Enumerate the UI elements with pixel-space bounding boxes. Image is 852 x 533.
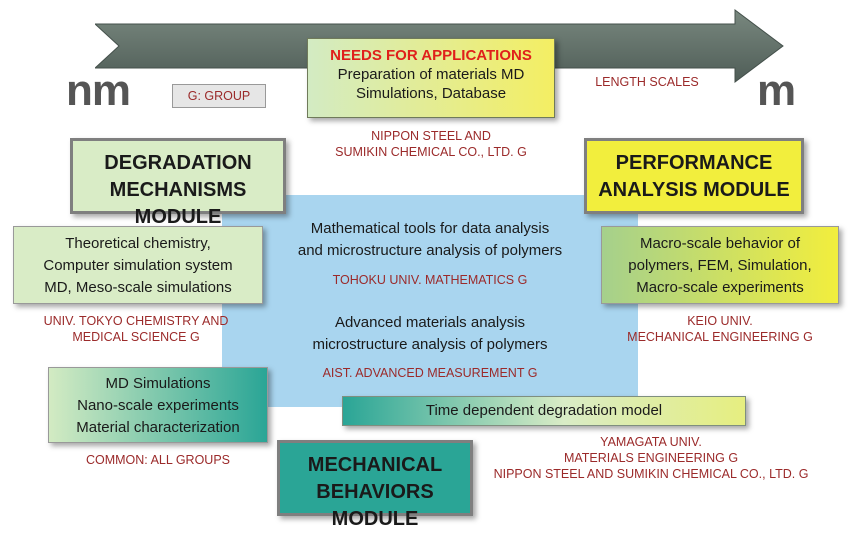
- time-model-label: Time dependent degradation model: [425, 402, 663, 419]
- md-line3: Material characterization: [76, 419, 240, 436]
- performance-module-line2: ANALYSIS MODULE: [598, 179, 790, 201]
- theoretical-chemistry-box: Theoretical chemistry, Computer simulati…: [13, 226, 263, 304]
- time-model-org-line2: MATERIALS ENGINEERING G: [563, 451, 739, 465]
- macro-scale-box: Macro-scale behavior of polymers, FEM, S…: [601, 226, 839, 304]
- advanced-line2: microstructure analysis of polymers: [312, 336, 548, 353]
- advanced-analysis-text: Advanced materials analysis microstructu…: [240, 312, 620, 356]
- needs-org-line2: SUMIKIN CHEMICAL CO., LTD. G: [335, 145, 527, 159]
- scale-min-label: nm: [66, 66, 131, 115]
- theoretical-line2: Computer simulation system: [43, 257, 233, 274]
- performance-module-box: PERFORMANCE ANALYSIS MODULE: [584, 138, 804, 214]
- macro-org-line1: KEIO UNIV.: [687, 314, 753, 328]
- macro-line3: Macro-scale experiments: [636, 279, 804, 296]
- macro-line2: polymers, FEM, Simulation,: [628, 257, 812, 274]
- md-line2: Nano-scale experiments: [77, 397, 239, 414]
- length-scales-label: LENGTH SCALES: [595, 75, 699, 89]
- advanced-org: AIST. ADVANCED MEASUREMENT G: [322, 366, 538, 380]
- central-analysis-panel: [222, 195, 638, 407]
- theoretical-line3: MD, Meso-scale simulations: [44, 279, 232, 296]
- mechanical-module-line1: MECHANICAL: [307, 454, 443, 476]
- md-simulations-box: MD Simulations Nano-scale experiments Ma…: [48, 367, 268, 443]
- needs-line2: Simulations, Database: [355, 85, 507, 102]
- group-legend-text: G: GROUP: [187, 89, 251, 103]
- needs-org: NIPPON STEEL AND SUMIKIN CHEMICAL CO., L…: [320, 128, 542, 160]
- md-line1: MD Simulations: [105, 375, 211, 392]
- degradation-module-line2: MECHANISMS MODULE: [109, 179, 247, 228]
- time-model-org-line3: NIPPON STEEL AND SUMIKIN CHEMICAL CO., L…: [493, 467, 809, 481]
- macro-org: KEIO UNIV. MECHANICAL ENGINEERING G: [620, 313, 820, 345]
- math-line2: and microstructure analysis of polymers: [297, 242, 563, 259]
- time-model-bar: Time dependent degradation model: [342, 396, 746, 426]
- needs-box: NEEDS FOR APPLICATIONS Preparation of ma…: [307, 38, 555, 118]
- degradation-module-box: DEGRADATION MECHANISMS MODULE: [70, 138, 286, 228]
- needs-line1: Preparation of materials MD: [337, 66, 525, 83]
- mechanical-module-box: MECHANICAL BEHAVIORS MODULE: [277, 440, 473, 530]
- math-tools-text: Mathematical tools for data analysis and…: [240, 218, 620, 262]
- time-model-org: YAMAGATA UNIV. MATERIALS ENGINEERING G N…: [486, 434, 816, 482]
- advanced-line1: Advanced materials analysis: [334, 314, 526, 331]
- mechanical-module-line2: BEHAVIORS MODULE: [316, 481, 434, 530]
- macro-org-line2: MECHANICAL ENGINEERING G: [627, 330, 813, 344]
- math-line1: Mathematical tools for data analysis: [310, 220, 550, 237]
- scale-max-label: m: [757, 66, 797, 115]
- md-org: COMMON: ALL GROUPS: [85, 453, 230, 467]
- degradation-module-line1: DEGRADATION: [104, 152, 252, 174]
- theoretical-org: UNIV. TOKYO CHEMISTRY AND MEDICAL SCIENC…: [36, 313, 236, 345]
- performance-module-line1: PERFORMANCE: [615, 152, 773, 174]
- math-org: TOHOKU UNIV. MATHEMATICS G: [332, 273, 528, 287]
- macro-line1: Macro-scale behavior of: [639, 235, 801, 252]
- theoretical-org-line2: MEDICAL SCIENCE G: [72, 330, 200, 344]
- time-model-org-line1: YAMAGATA UNIV.: [600, 435, 702, 449]
- needs-org-line1: NIPPON STEEL AND: [371, 129, 491, 143]
- needs-title: NEEDS FOR APPLICATIONS: [330, 47, 532, 64]
- theoretical-line1: Theoretical chemistry,: [65, 235, 211, 252]
- group-legend: G: GROUP: [172, 84, 266, 108]
- theoretical-org-line1: UNIV. TOKYO CHEMISTRY AND: [43, 314, 229, 328]
